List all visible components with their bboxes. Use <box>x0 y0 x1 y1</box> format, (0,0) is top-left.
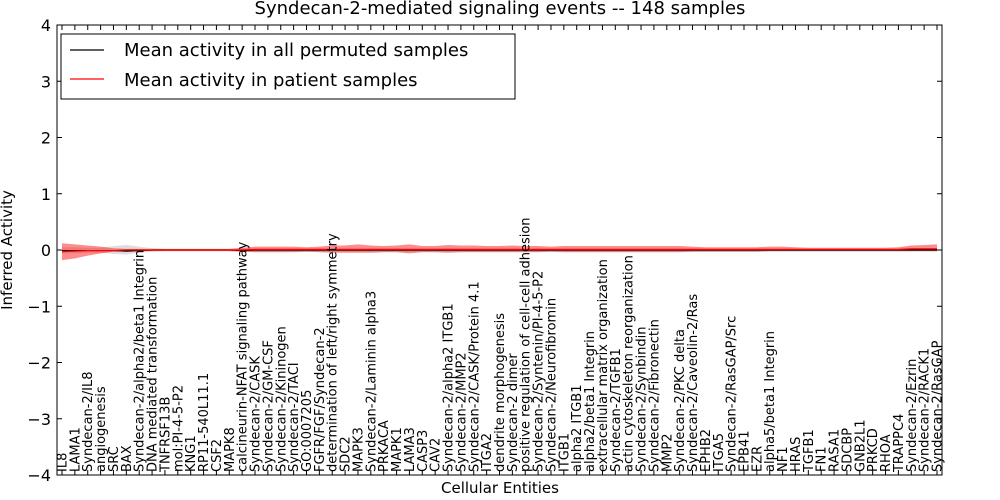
x-tick-label: GO:0007205 <box>300 390 315 472</box>
x-tick-label: Syndecan-2/Caveolin-2/Ras <box>686 294 701 472</box>
x-axis: IL8LAMA1Syndecan-2/IL8angiogenesisSRCBAX… <box>56 25 946 475</box>
x-tick-label: TNFRSF13B <box>158 397 173 473</box>
x-tick-label: Syndecan-2/RasGAP/Src <box>725 316 740 472</box>
x-tick-label: CASP3 <box>416 430 431 472</box>
y-tick-label: 4 <box>41 16 51 35</box>
x-tick-label: Syndecan-2 dimer <box>506 353 521 472</box>
x-tick-label: Syndecan-2/CASK/Protein 4.1 <box>467 281 482 472</box>
y-axis-label: Inferred Activity <box>0 190 16 310</box>
x-tick-label: NF1 <box>776 447 791 472</box>
x-tick-label: ITGA2 <box>480 433 495 472</box>
x-tick-label: RHOA <box>879 434 894 472</box>
x-tick-label: Syndecan-2/GM-CSF <box>261 340 276 472</box>
x-tick-label: extracellular matrix organization <box>596 259 611 472</box>
x-tick-label: alpha5/beta1 Integrin <box>763 331 778 472</box>
x-tick-label: calcineurin-NFAT signaling pathway <box>236 241 251 472</box>
x-tick-label: MAPK8 <box>223 427 238 472</box>
x-tick-label: Syndecan-2/TGFB1 <box>609 348 624 472</box>
legend-label-permuted: Mean activity in all permuted samples <box>124 40 468 61</box>
x-tick-label: Syndecan-2/RasGAP <box>931 340 946 472</box>
x-tick-label: FN1 <box>815 447 830 472</box>
line-patient <box>61 248 937 253</box>
x-tick-label: dendrite morphogenesis <box>493 313 508 472</box>
y-tick-label: 3 <box>41 72 51 91</box>
confidence-bands <box>62 243 937 261</box>
x-tick-label: alpha2/beta1 Integrin <box>583 331 598 472</box>
x-tick-label: RP11-540L11.1 <box>197 373 212 472</box>
x-tick-label: determination of left/right symmetry <box>326 233 341 472</box>
x-tick-label: Syndecan-2/Kininogen <box>274 326 289 472</box>
x-tick-label: Syndecan-2/alpha2/beta1 Integrin <box>133 250 148 472</box>
y-tick-label: 2 <box>41 129 51 148</box>
x-tick-label: Syndecan-2/PKC delta <box>673 329 688 472</box>
x-tick-label: Syndecan-2/CASK <box>249 356 264 472</box>
x-tick-label: RASA1 <box>828 429 843 472</box>
legend-label-patient: Mean activity in patient samples <box>124 70 418 91</box>
x-tick-label: alpha2 ITGB1 <box>570 385 585 472</box>
x-tick-label: MAPK3 <box>351 427 366 472</box>
chart-title: Syndecan-2-mediated signaling events -- … <box>255 0 746 19</box>
x-tick-label: MAPK1 <box>390 427 405 472</box>
y-tick-label: 1 <box>41 185 51 204</box>
x-tick-label: Syndecan-2/Ezrin <box>905 359 920 472</box>
x-tick-label: Syndecan-2/Synbindin <box>635 326 650 472</box>
x-tick-label: TRAPPC4 <box>892 414 907 473</box>
x-tick-label: LAMA1 <box>68 427 83 472</box>
x-tick-label: mol:PI-4-5-P2 <box>171 385 186 472</box>
x-tick-label: Syndecan-2/TACI <box>287 362 302 472</box>
x-tick-label: BAX <box>120 445 135 472</box>
x-tick-label: Syndecan-2/RACK1 <box>918 348 933 472</box>
y-tick-label: −1 <box>27 297 51 316</box>
y-tick-label: −4 <box>27 466 51 485</box>
x-tick-label: DNA mediated transformation <box>146 277 161 472</box>
x-tick-label: MMP2 <box>660 433 675 472</box>
y-tick-label: 0 <box>41 241 51 260</box>
series-lines <box>61 248 937 253</box>
x-tick-label: ITGA5 <box>712 433 727 472</box>
x-tick-label: EPHB2 <box>699 429 714 472</box>
band-patient <box>62 243 937 261</box>
x-tick-label: SRC <box>107 446 122 472</box>
y-axis: −4 −3 −2 −1 0 1 2 3 4 <box>27 16 942 485</box>
legend: Mean activity in all permuted samples Me… <box>60 33 516 100</box>
x-tick-label: actin cytoskeleton reorganization <box>622 255 637 472</box>
x-tick-label: EZR <box>750 446 765 472</box>
x-tick-label: Syndecan-2/IL8 <box>81 372 96 472</box>
x-tick-label: ITGB1 <box>557 433 572 472</box>
x-tick-label: KNG1 <box>184 435 199 472</box>
x-tick-label: SDCBP <box>840 428 855 472</box>
y-tick-label: −2 <box>27 354 51 373</box>
x-axis-label: Cellular Entities <box>441 479 559 497</box>
x-tick-label: CAV2 <box>429 438 444 472</box>
x-tick-label: Syndecan-2/Syntenin/PI-4-5-P2 <box>532 271 547 472</box>
x-tick-label: CSF2 <box>210 439 225 472</box>
x-tick-label: Syndecan-2/Fibronectin <box>647 319 662 472</box>
x-tick-label: Syndecan-2/MMP2 <box>454 352 469 472</box>
x-tick-label: SDC2 <box>339 436 354 472</box>
x-tick-label: EPB41 <box>737 430 752 472</box>
x-tick-label: LAMA3 <box>403 427 418 472</box>
x-tick-label: PRKACA <box>377 420 392 472</box>
x-tick-label: TGFB1 <box>802 429 817 473</box>
x-tick-label: IL8 <box>56 453 71 472</box>
x-tick-label: Syndecan-2/alpha2 ITGB1 <box>442 303 457 472</box>
x-tick-label: GNB2L1 <box>853 419 868 472</box>
x-tick-label: FGFR/FGF/Syndecan-2 <box>313 327 328 472</box>
x-tick-label: positive regulation of cell-cell adhesio… <box>519 217 534 472</box>
x-tick-label: HRAS <box>789 437 804 472</box>
x-tick-label: angiogenesis <box>94 386 109 472</box>
legend-box <box>60 33 516 100</box>
x-tick-label: Syndecan-2/Laminin alpha3 <box>364 291 379 472</box>
x-tick-label: PRKCD <box>866 428 881 472</box>
x-tick-label: Syndecan-2/Neurofibromin <box>544 298 559 472</box>
y-tick-label: −3 <box>27 410 51 429</box>
